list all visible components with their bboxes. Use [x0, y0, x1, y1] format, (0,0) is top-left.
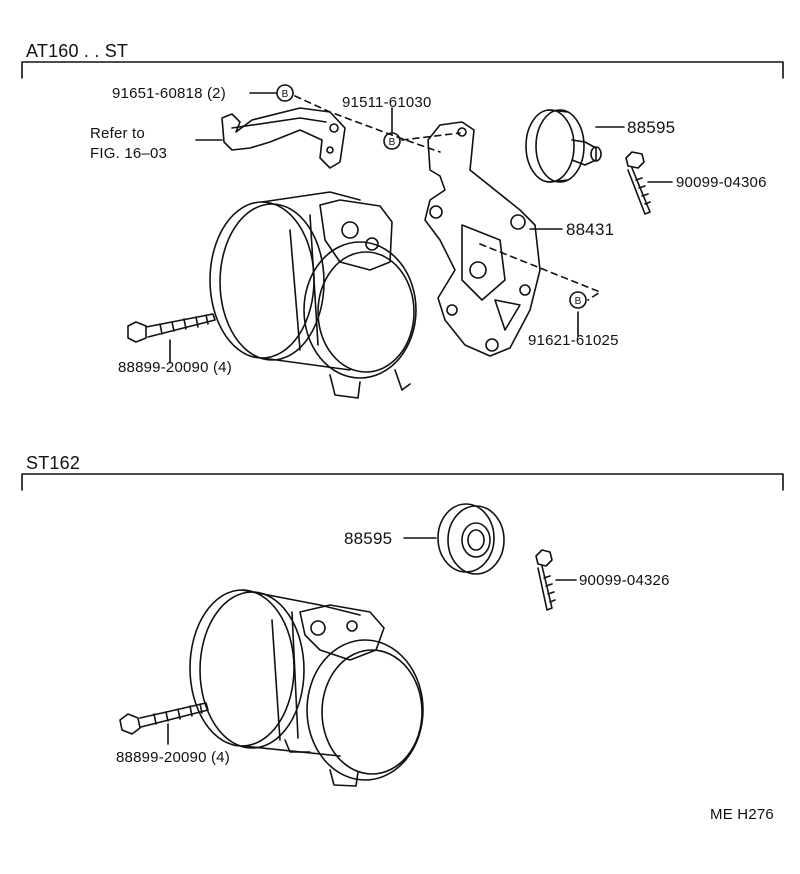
- section-title-at160: AT160 . . ST: [26, 41, 129, 61]
- callout-b-icon-1: [276, 84, 294, 102]
- bolt-90099-top-icon: [625, 151, 651, 215]
- callout-b-letter-2: B: [389, 137, 396, 148]
- figure-code: ME H276: [710, 806, 774, 823]
- bolt-90099-bottom-icon: [535, 549, 556, 611]
- bolt-88899-top-icon: [127, 313, 216, 343]
- label-88431: 88431: [566, 220, 615, 239]
- label-88595-top: 88595: [627, 118, 676, 137]
- callout-b-icon-2: [383, 132, 401, 150]
- label-90099-04306: 90099-04306: [676, 174, 767, 191]
- label-88899-20090-top: 88899-20090 (4): [118, 359, 232, 376]
- section-bracket-top: [21, 61, 784, 79]
- section-bracket-bottom: [21, 473, 784, 491]
- callout-b-icon-3: [569, 291, 587, 309]
- bracket-top-icon: [221, 107, 346, 169]
- callout-b-letter-1: B: [282, 89, 289, 100]
- label-91651-60818: 91651-60818 (2): [112, 85, 226, 102]
- label-88595-bottom: 88595: [344, 529, 393, 548]
- idler-pulley-top-icon: [525, 109, 602, 183]
- label-90099-04326: 90099-04326: [579, 572, 670, 589]
- ac-compressor-top-icon: [209, 191, 417, 399]
- callout-b-letter-3: B: [575, 296, 582, 307]
- section-title-st162: ST162: [26, 453, 81, 473]
- label-88899-20090-bottom: 88899-20090 (4): [116, 749, 230, 766]
- mounting-bracket-88431-icon: [424, 121, 541, 357]
- label-91621-61025: 91621-61025: [528, 332, 619, 349]
- ac-compressor-bottom-icon: [189, 589, 424, 787]
- label-fig-16-03: FIG. 16–03: [90, 145, 168, 162]
- label-refer-to: Refer to: [90, 125, 145, 142]
- idler-pulley-bottom-icon: [437, 503, 505, 575]
- label-91511-61030: 91511-61030: [342, 94, 432, 111]
- bolt-88899-bottom-icon: [119, 702, 209, 735]
